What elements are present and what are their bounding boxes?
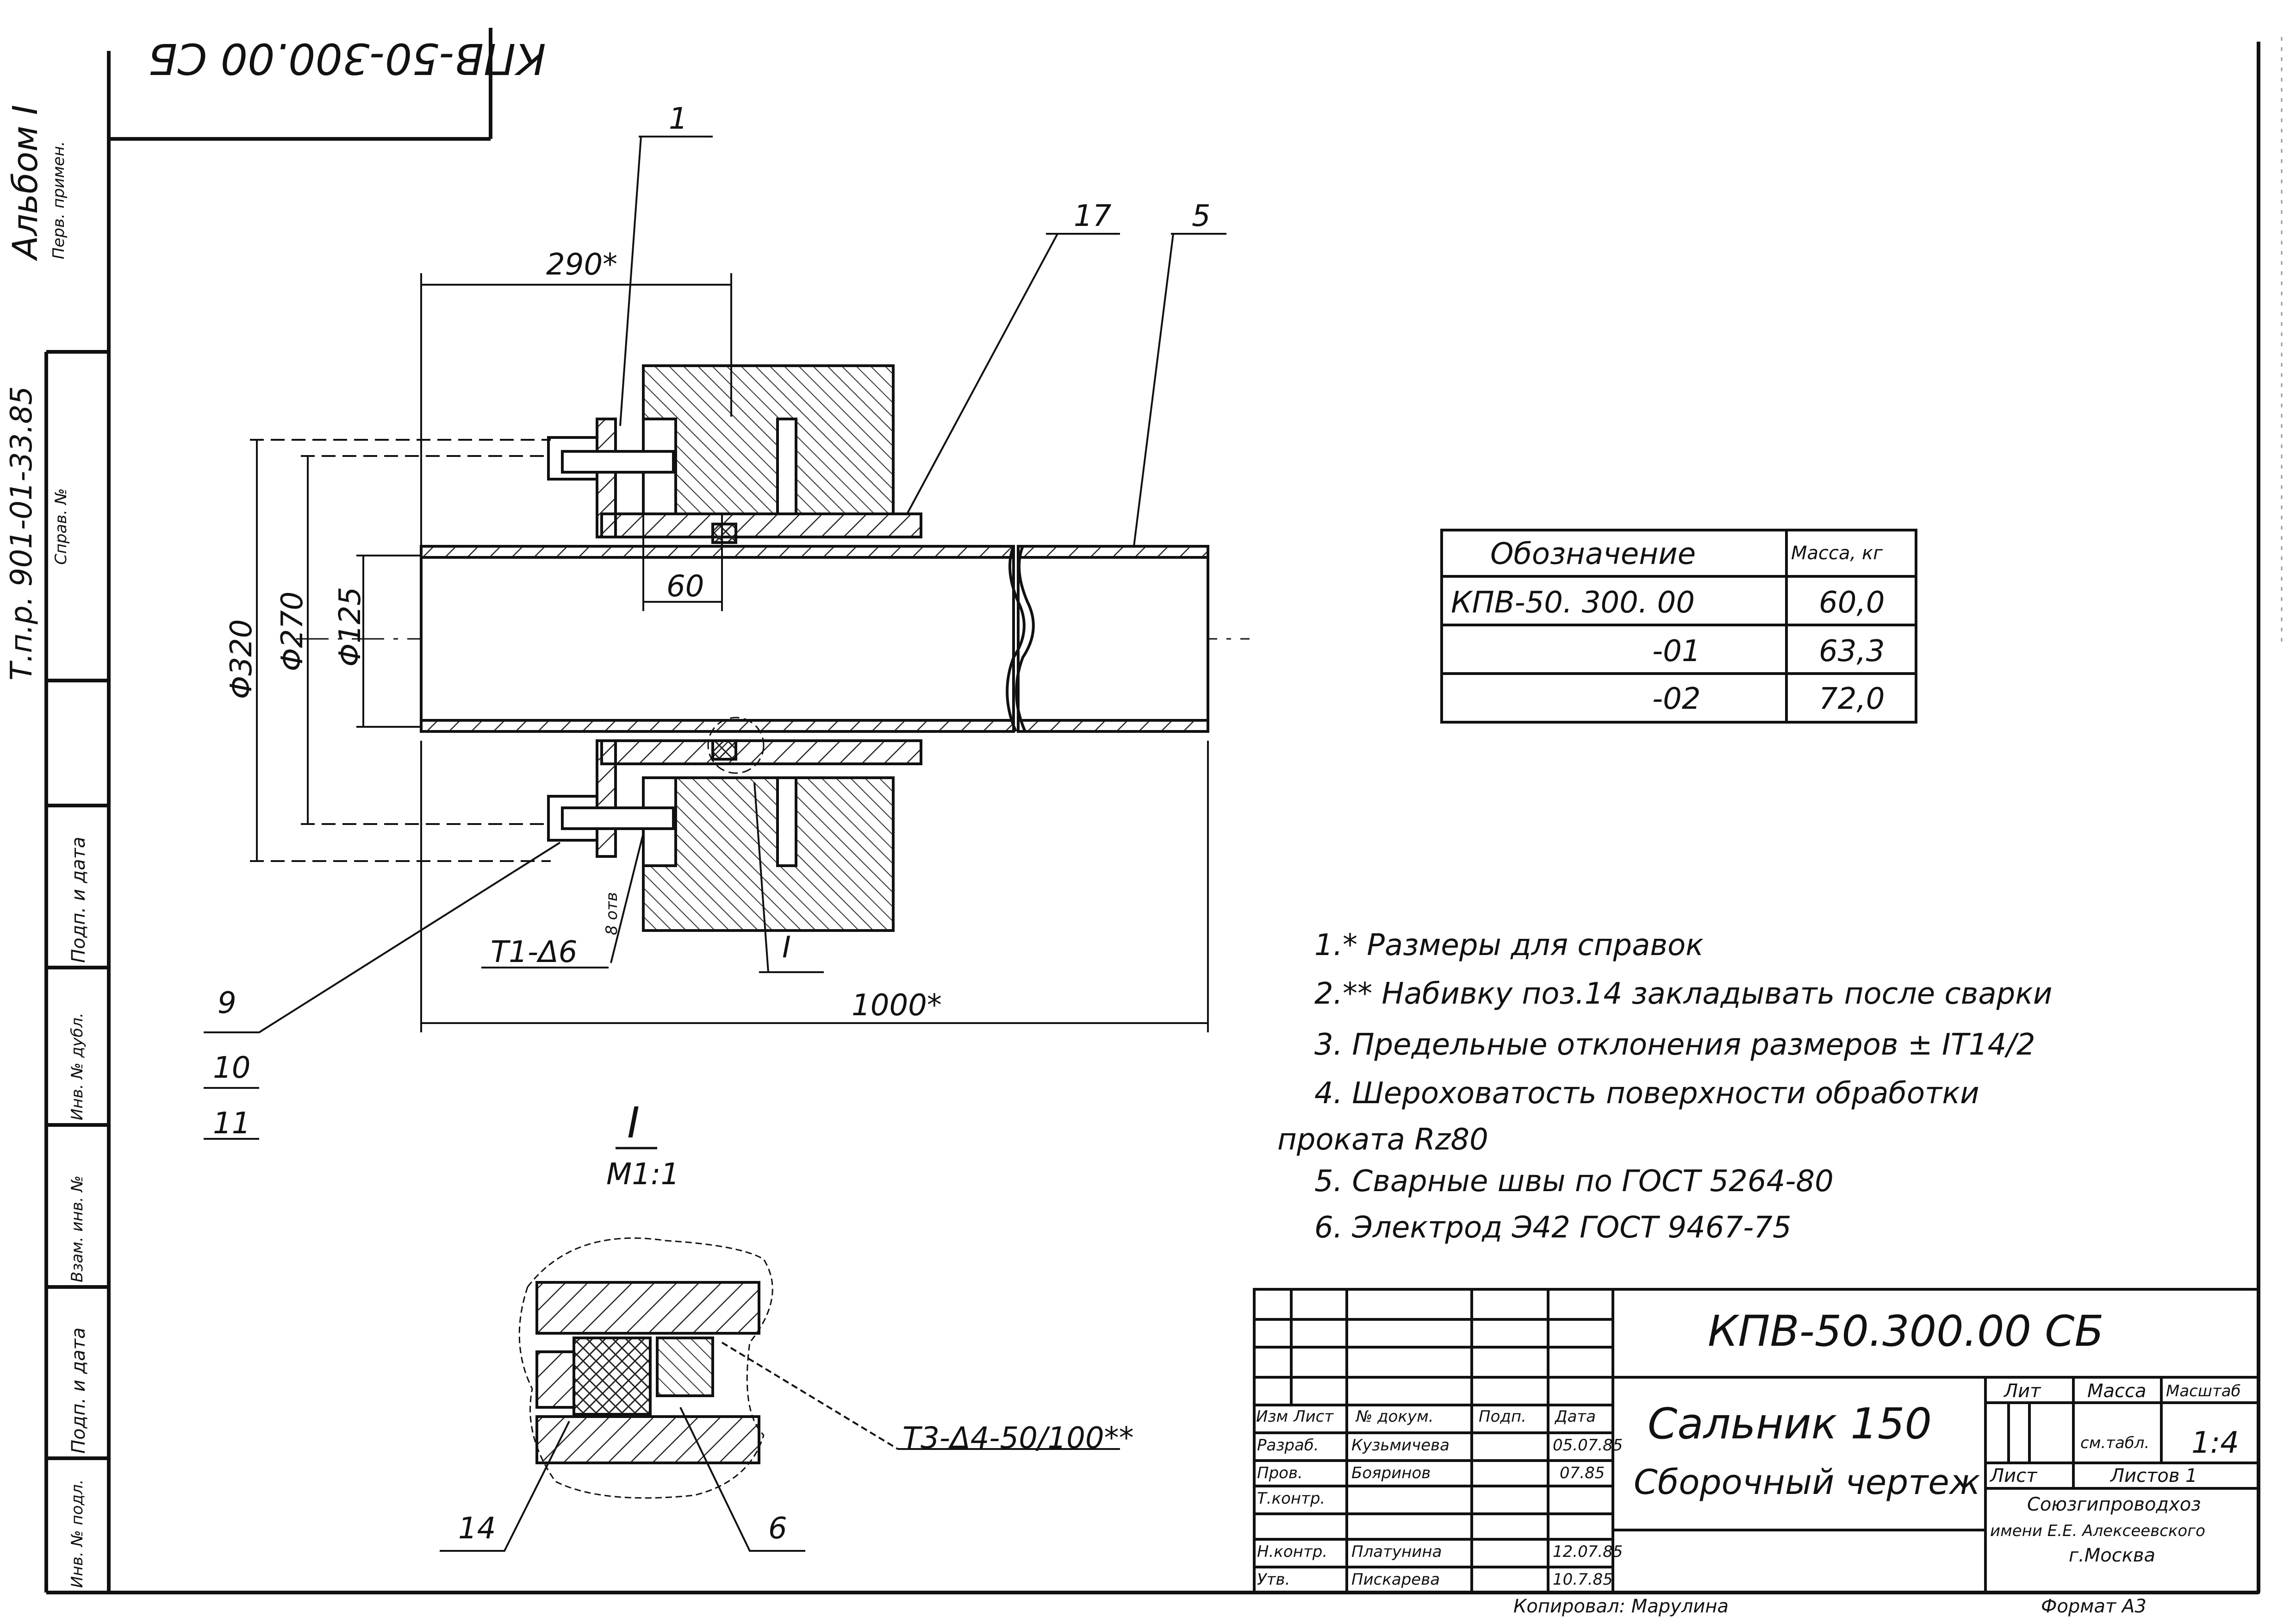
dim-60: 60 [666,569,704,604]
detail-leaders [440,1342,1120,1552]
titleblock-code: КПВ-50.300.00 СБ [1708,1306,2104,1356]
tb-org-1: Союзгипроводхоз [2027,1494,2201,1515]
tb-hdr-doc: № докум. [1356,1407,1434,1426]
titleblock-grid [1253,1288,2260,1594]
dim-phi125: Φ125 [333,587,367,667]
tb-scale-value: 1:4 [2191,1426,2239,1460]
tb-sheets: Листов 1 [2110,1465,2197,1487]
hole-note: 8 отв [603,892,621,935]
tb-name-6: Пискарева [1351,1570,1440,1589]
mass-table-header-designation: Обозначение [1490,537,1696,571]
mass-table-grid [1440,529,1917,724]
note-4-cont: проката Rz80 [1277,1123,1488,1157]
pos-17-label: 17 [1074,199,1112,233]
tb-role-6: Утв. [1257,1570,1290,1589]
note-2: 2.** Набивку поз.14 закладывать после св… [1314,977,2053,1011]
detail-title: I [627,1098,640,1148]
tb-date-2: 07.85 [1560,1464,1605,1482]
tb-name-1: Кузьмичева [1351,1436,1450,1455]
tb-role-5: Н.контр. [1257,1543,1328,1561]
leader-lines [204,136,1226,1140]
mass-row-2-value: 63,3 [1819,634,1885,668]
side-album: Альбом I [6,105,45,259]
tb-name-5: Платунина [1351,1543,1442,1561]
tb-date-5: 12.07.85 [1553,1543,1623,1561]
mass-row-1-value: 60,0 [1819,586,1885,620]
tb-date-1: 05.07.85 [1553,1436,1623,1455]
tb-role-1: Разраб. [1257,1436,1319,1455]
format-label: Формат А3 [2041,1596,2147,1617]
side-vzam-inv: Взам. инв. № [68,1175,87,1282]
dim-290: 290* [546,248,618,282]
mass-row-2-code: -01 [1652,634,1701,668]
mass-table-header-mass: Масса, кг [1791,543,1883,564]
tb-date-6: 10.7.85 [1553,1570,1613,1589]
tb-org-3: г.Москва [2069,1545,2155,1566]
note-4: 4. Шероховатость поверхности обработки [1314,1076,1979,1111]
sheet-frame [44,42,2260,1594]
side-sign-date1: Подп. и дата [68,837,89,963]
tb-hdr-sign: Подп. [1479,1407,1526,1426]
side-first-use: Перв. примен. [50,141,68,259]
side-sign-date2: Подп. и дата [68,1327,89,1454]
detail-view [518,1237,773,1499]
pos-10-label: 10 [213,1051,251,1085]
pos-1-label: 1 [669,102,688,136]
detail-ref-label: I [782,931,791,965]
weld-t3: Т3-Δ4-50/100** [902,1421,1134,1455]
side-inv-orig: Инв. № подл. [68,1479,87,1588]
tb-role-2: Пров. [1257,1464,1303,1482]
pos-11-label: 11 [213,1106,251,1141]
pos-9-label: 9 [218,986,236,1020]
tb-hdr-date: Дата [1555,1407,1596,1426]
tb-sheet: Лист [1990,1465,2037,1487]
mass-row-3-code: -02 [1652,682,1701,716]
note-5: 5. Сварные швы по ГОСТ 5264-80 [1314,1164,1834,1199]
tb-mass-label: Масса [2087,1380,2147,1402]
titleblock-subtitle: Сборочный чертеж [1634,1462,1980,1502]
side-ref-no: Справ. № [52,488,70,565]
weld-t1: Т1-Δ6 [491,935,578,969]
side-tp: Т.п.р. 901-01-33.85 [5,386,39,681]
tb-hdr-list: Лист [1294,1407,1334,1426]
tb-mass-value: см.табл. [2080,1434,2150,1452]
pos-5-label: 5 [1192,199,1211,233]
tb-lit: Лит [2004,1380,2041,1402]
dim-phi270: Φ270 [275,591,310,671]
main-section [296,364,1250,932]
tb-role-3: Т.контр. [1257,1489,1325,1508]
dim-1000: 1000* [852,988,942,1023]
pos-6-label: 6 [768,1512,787,1546]
tb-scale-label: Масштаб [2166,1382,2241,1400]
side-inv-dubl: Инв. № дубл. [68,1012,87,1120]
titleblock-name: Сальник 150 [1648,1399,1932,1449]
note-1: 1.* Размеры для справок [1314,928,1704,962]
note-6: 6. Электрод Э42 ГОСТ 9467-75 [1314,1211,1792,1245]
top-stamp-box [107,28,492,141]
note-3: 3. Предельные отклонения размеров ± IT14… [1314,1028,2035,1062]
detail-scale: М1:1 [606,1157,680,1192]
tb-org-2: имени Е.Е. Алексеевского [1990,1522,2205,1540]
pos-14-label: 14 [458,1512,496,1546]
tb-name-2: Бояринов [1351,1464,1431,1482]
tb-hdr-izm: Изм [1256,1407,1288,1426]
top-stamp-code: КПВ-50-300.00 СБ [148,34,546,83]
dimension-lines [250,273,1209,1032]
mass-row-3-value: 72,0 [1819,682,1885,716]
mass-row-1-code: КПВ-50. 300. 00 [1451,586,1695,620]
copied-by: Копировал: Марулина [1513,1596,1729,1617]
dim-phi320: Φ320 [224,619,259,699]
